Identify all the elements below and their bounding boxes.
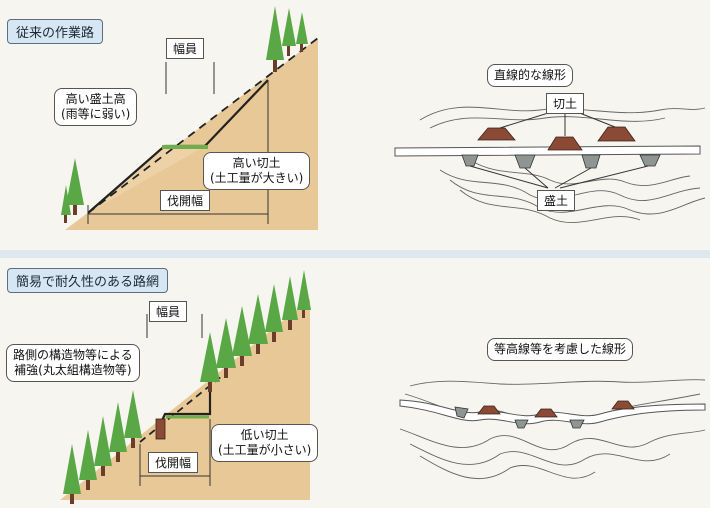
top-cut-note: 高い切土 (土工量が大きい) (203, 152, 311, 190)
cut-label: 切土 (546, 93, 585, 114)
conventional-road-panel: 従来の作業路 幅員 高い盛土高 (雨等に弱い) 高い切土 (土工量が大きい) 伐… (7, 6, 706, 230)
conventional-road-drawing (61, 6, 706, 230)
bottom-cut-note: 低い切土 (土工量が小さい) (211, 424, 319, 462)
contour-lines-bottom (399, 379, 706, 480)
fill-soil-shapes (461, 154, 661, 169)
fill-label: 盛土 (537, 190, 576, 211)
original-slope-line (87, 37, 319, 214)
top-fill-note-line1: 高い盛土高 (65, 92, 126, 106)
bottom-plan-title: 等高線等を考慮した線形 (487, 338, 634, 361)
bottom-support-note-line1: 路側の構造物等による (13, 348, 133, 362)
top-fill-note-line2: (雨等に弱い) (61, 107, 131, 121)
fill-embankment (88, 146, 205, 213)
top-clearing-label: 伐開幅 (160, 190, 211, 211)
retaining-structure (155, 418, 166, 440)
fill-soil-shapes-bottom (454, 406, 585, 429)
bottom-clearing-label: 伐開幅 (148, 452, 199, 473)
trees-lower-slope (63, 390, 142, 504)
improved-road-panel: 簡易で耐久性のある路網 幅員 路側の構造物等による 補強(丸太組構造物等) 低い… (0, 254, 710, 508)
straight-road-top (394, 145, 701, 157)
top-cut-note-line1: 高い切土 (232, 156, 281, 170)
tree-left (61, 158, 84, 223)
tree-right (266, 6, 308, 72)
bottom-cut-note-line2: (土工量が小さい) (218, 443, 312, 457)
contour-lines-top (419, 106, 706, 223)
top-fill-note: 高い盛土高 (雨等に弱い) (54, 88, 138, 126)
trees-upper-slope (200, 270, 311, 392)
cut-soil-shapes-bottom (477, 400, 635, 418)
panel-divider (0, 250, 710, 258)
bottom-support-note: 路側の構造物等による 補強(丸太組構造物等) (6, 344, 140, 382)
bottom-width-label: 幅員 (149, 301, 188, 322)
top-cut-note-line2: (土工量が大きい) (210, 171, 304, 185)
bottom-support-note-line2: 補強(丸太組構造物等) (14, 363, 132, 377)
bottom-section-title: 簡易で耐久性のある路網 (7, 268, 169, 293)
top-width-label: 幅員 (166, 38, 205, 59)
cut-soil-shapes (477, 126, 636, 151)
top-section-title: 従来の作業路 (7, 19, 104, 44)
top-plan-title: 直線的な線形 (487, 64, 574, 87)
contour-road-bottom (399, 399, 706, 425)
bottom-cut-note-line1: 低い切土 (240, 428, 289, 442)
